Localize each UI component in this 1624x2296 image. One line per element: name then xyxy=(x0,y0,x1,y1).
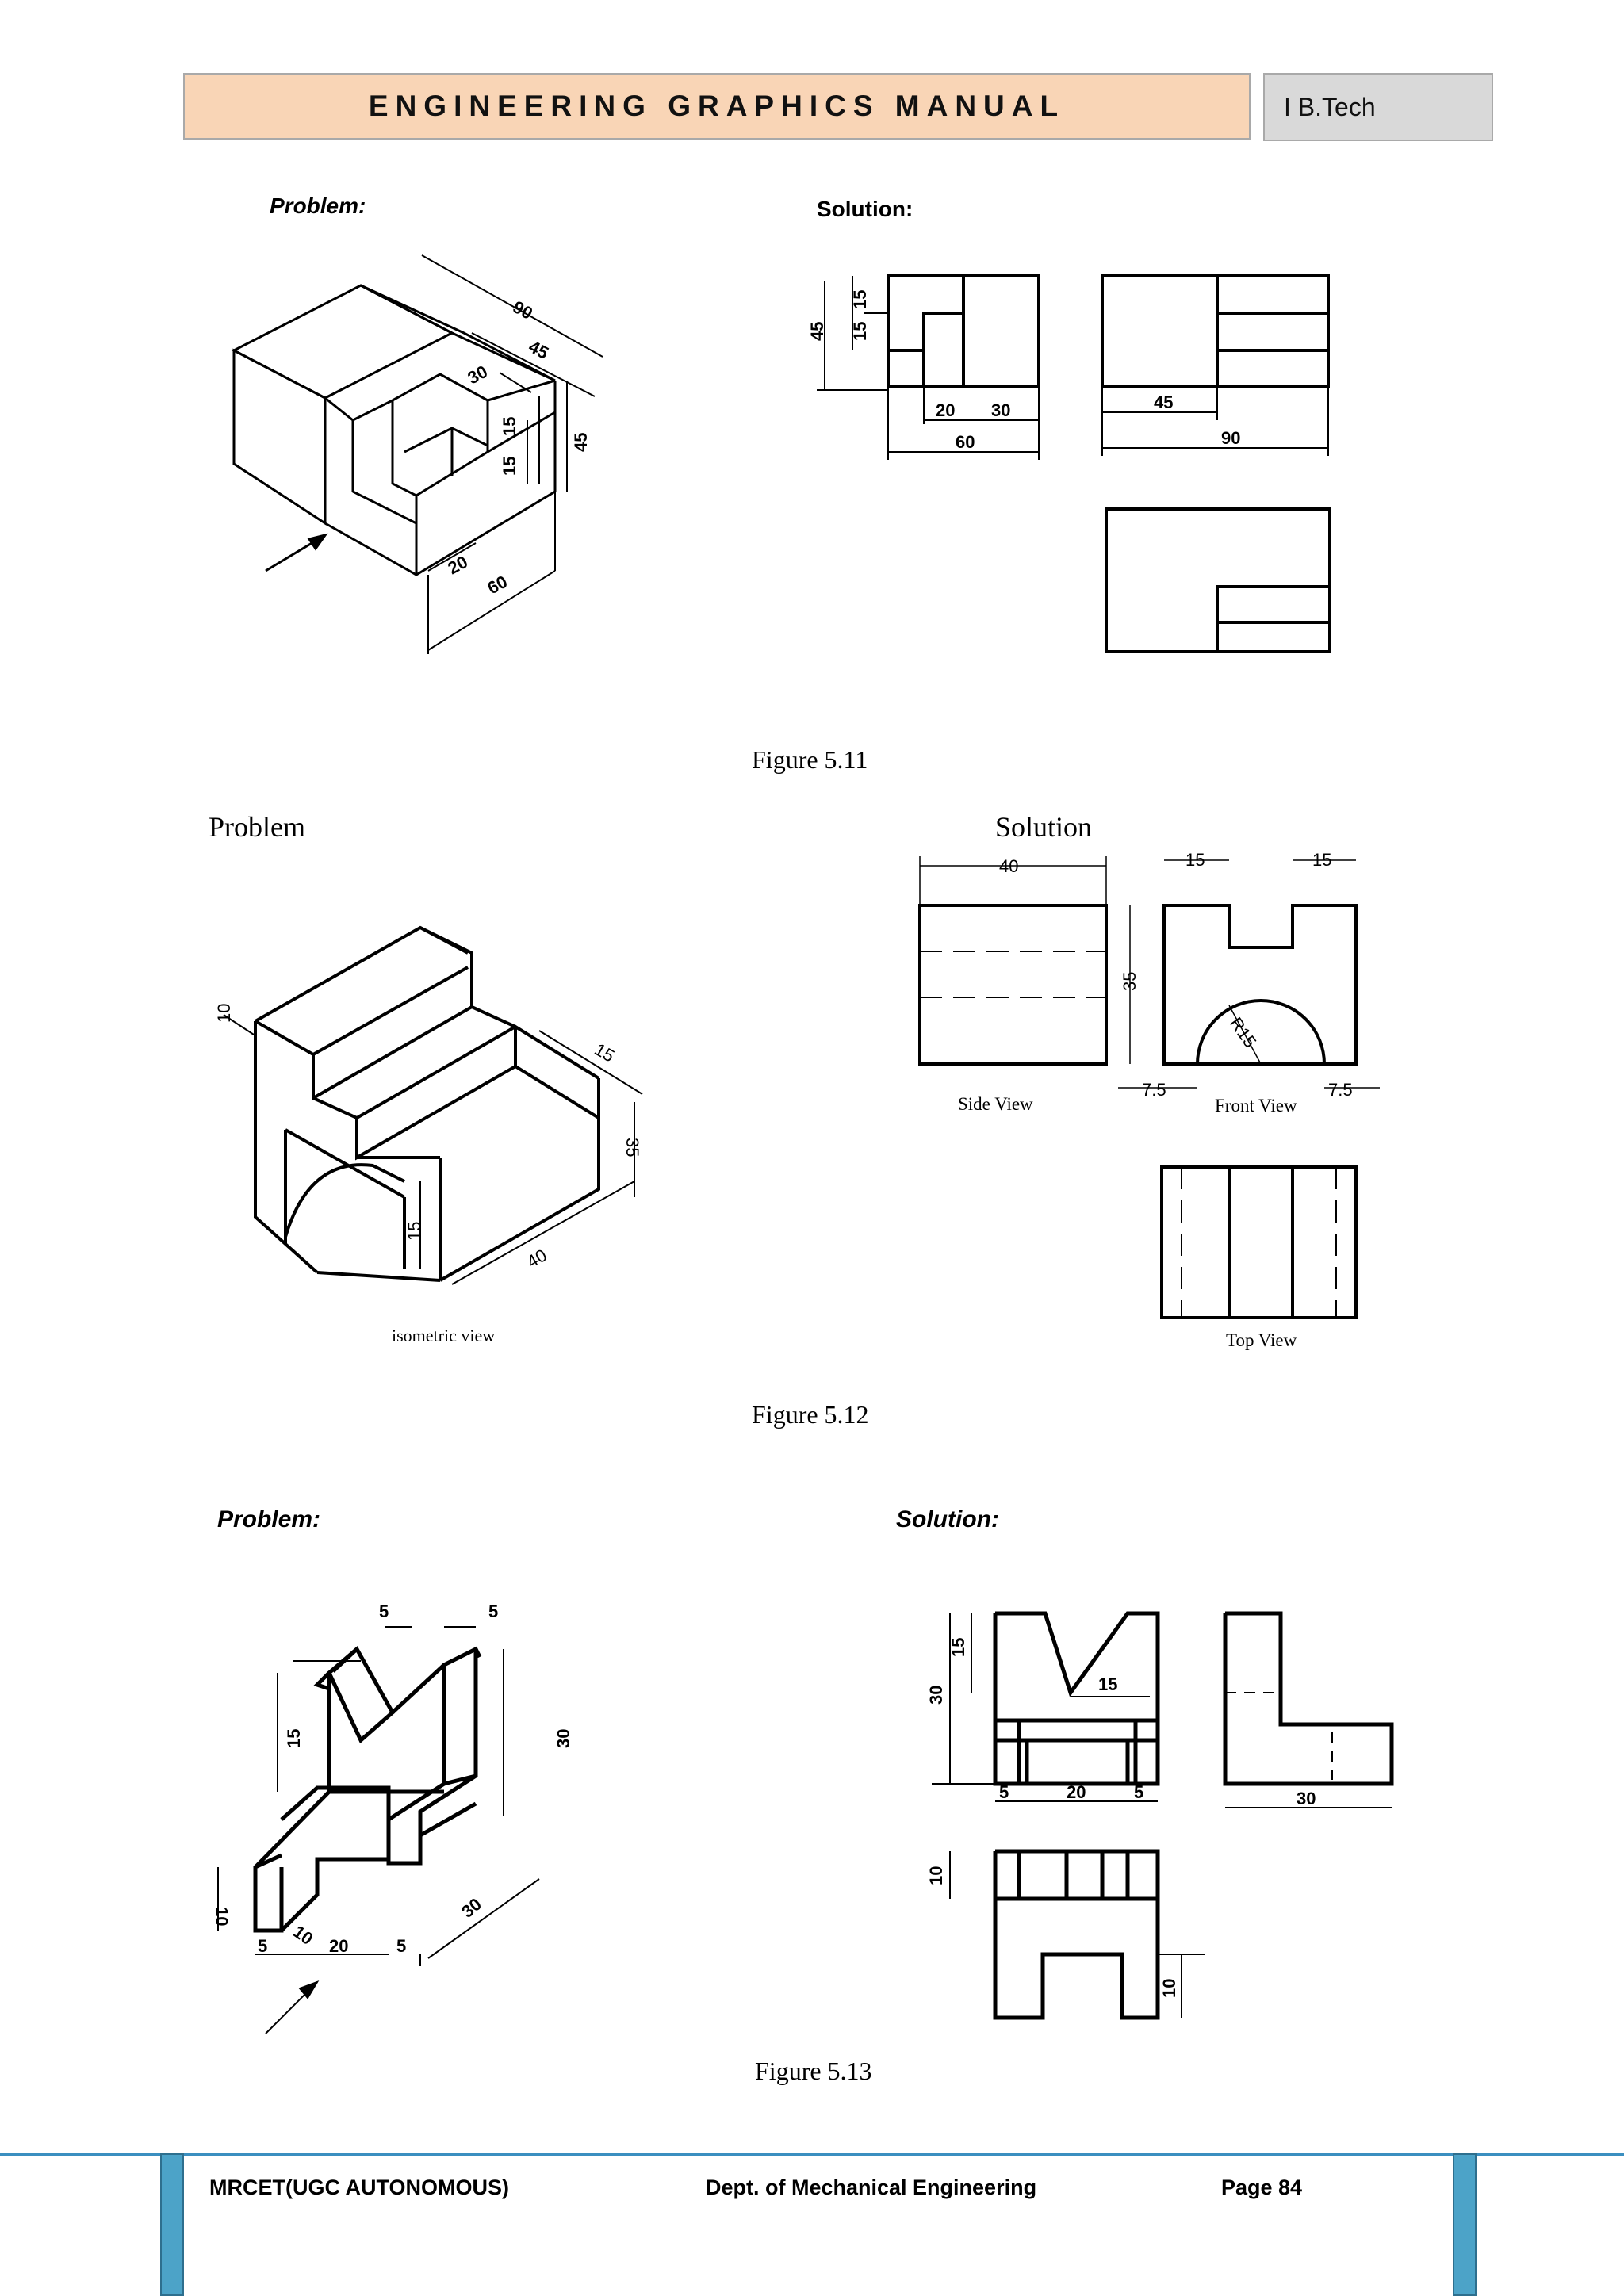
front-dim-7-5a: 7.5 xyxy=(1142,1080,1166,1100)
fig513-solution-label: Solution: xyxy=(896,1506,999,1533)
top-view-label: Top View xyxy=(1226,1330,1297,1350)
sol-dim-15a: 15 xyxy=(850,290,870,309)
footer-rule xyxy=(0,2153,1624,2156)
footer-institution: MRCET(UGC AUTONOMOUS) xyxy=(209,2175,509,2199)
sol-dim-45: 45 xyxy=(807,322,827,341)
front-view-label: Front View xyxy=(1215,1096,1297,1115)
footer-page-number: Page 84 xyxy=(1221,2175,1303,2199)
side-dim-40: 40 xyxy=(999,856,1018,876)
iso513-dim-5c: 5 xyxy=(258,1936,267,1956)
iso513-dim-5d: 5 xyxy=(396,1936,406,1956)
iso-dim-45b: 45 xyxy=(571,433,591,452)
fig513-caption: Figure 5.13 xyxy=(755,2057,872,2085)
footer-department: Dept. of Mechanical Engineering xyxy=(706,2175,1037,2199)
iso513-dim-15: 15 xyxy=(284,1729,304,1748)
side-dim-35: 35 xyxy=(1120,972,1139,991)
manual-title: ENGINEERING GRAPHICS MANUAL xyxy=(183,73,1251,140)
iso512-dim-10: 10 xyxy=(214,1004,234,1023)
ortho513-dim-10b: 10 xyxy=(1159,1979,1179,1998)
footer-left-bar xyxy=(160,2153,184,2296)
ortho513-dim-30: 30 xyxy=(926,1686,946,1705)
fig511-solution-label: Solution: xyxy=(817,197,914,221)
iso-dim-15b: 15 xyxy=(500,457,519,476)
iso513-dim-20: 20 xyxy=(329,1936,348,1956)
footer-right-bar xyxy=(1453,2153,1477,2296)
front-dim-7-5b: 7.5 xyxy=(1328,1080,1353,1100)
fig511-isometric-drawing: 90 45 30 15 15 45 20 60 xyxy=(214,222,626,666)
iso513-dim-10b: 10 xyxy=(289,1922,316,1950)
iso-dim-60: 60 xyxy=(485,572,511,599)
fig512-problem-label: Problem xyxy=(209,811,305,843)
fig512-solution-label: Solution xyxy=(995,811,1093,843)
fig511-problem-label: Problem: xyxy=(270,193,366,218)
fig512-caption: Figure 5.12 xyxy=(752,1400,869,1429)
ortho513-dim-5b: 5 xyxy=(1134,1782,1143,1802)
sol-dim-15b: 15 xyxy=(850,322,870,341)
iso512-dim-35: 35 xyxy=(622,1138,642,1157)
sol-dim-20: 20 xyxy=(936,400,955,420)
fig512-isometric-drawing: 10 15 35 15 40 xyxy=(214,920,658,1300)
ortho513-dim-15b: 15 xyxy=(1098,1674,1117,1694)
front-dim-r15: R15 xyxy=(1226,1014,1261,1051)
iso512-dim-15: 15 xyxy=(592,1039,619,1066)
fig511-caption: Figure 5.11 xyxy=(752,745,868,774)
ortho513-dim-10a: 10 xyxy=(926,1866,946,1885)
fig513-orthographic-drawing: 30 15 15 5 20 5 30 10 10 xyxy=(926,1594,1411,2038)
side-view-label: Side View xyxy=(958,1094,1033,1114)
iso513-dim-5a: 5 xyxy=(379,1601,389,1621)
ortho513-dim-30b: 30 xyxy=(1297,1789,1316,1808)
ortho513-dim-20: 20 xyxy=(1067,1782,1086,1802)
iso513-dim-30b: 30 xyxy=(458,1894,485,1922)
front-dim-15b: 15 xyxy=(1312,850,1331,870)
iso-dim-15a: 15 xyxy=(500,417,519,436)
iso-dim-30: 30 xyxy=(465,362,491,388)
ortho513-dim-5a: 5 xyxy=(999,1782,1009,1802)
fig511-orthographic-drawing: 45 15 15 20 30 60 45 90 xyxy=(807,254,1364,666)
iso513-dim-10a: 10 xyxy=(212,1907,232,1926)
iso-dim-90: 90 xyxy=(510,297,536,323)
iso512-dim-15b: 15 xyxy=(404,1222,424,1241)
iso512-dim-40: 40 xyxy=(523,1245,550,1272)
course-tag: I B.Tech xyxy=(1263,73,1493,141)
iso-dim-45: 45 xyxy=(526,336,552,363)
front-dim-15a: 15 xyxy=(1185,850,1205,870)
iso513-dim-5b: 5 xyxy=(488,1601,498,1621)
fig513-problem-label: Problem: xyxy=(217,1506,321,1533)
ortho513-dim-15a: 15 xyxy=(948,1638,968,1657)
sol-dim-60: 60 xyxy=(956,432,975,452)
sol-dim-30: 30 xyxy=(991,400,1010,420)
sol-dim-90: 90 xyxy=(1221,428,1240,448)
isometric-view-label: isometric view xyxy=(392,1326,496,1345)
iso513-dim-30: 30 xyxy=(553,1729,573,1748)
fig512-orthographic-drawing: 40 35 15 15 R15 7.5 7.5 xyxy=(904,850,1411,1340)
fig513-isometric-drawing: 5 5 15 30 10 10 30 5 20 5 xyxy=(212,1601,573,2038)
sol-dim-45b: 45 xyxy=(1154,392,1173,412)
